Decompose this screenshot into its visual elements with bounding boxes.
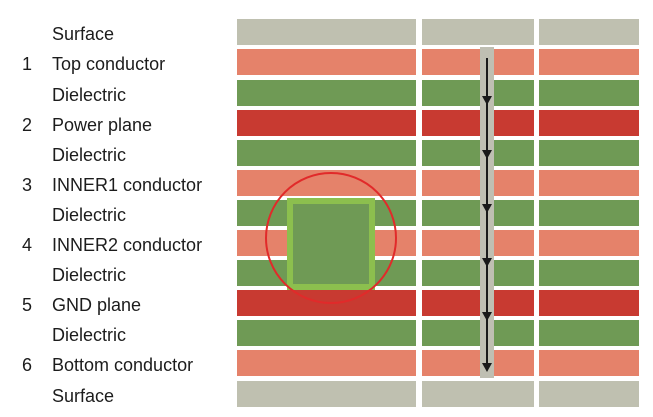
dielectric-layer-segment (539, 80, 639, 106)
dielectric-layer-segment (422, 200, 534, 226)
conductor-layer-segment (422, 49, 534, 75)
plane-layer-segment (422, 110, 534, 136)
layer-name: Surface (52, 386, 115, 406)
layer-name: Top conductor (52, 54, 166, 74)
plane-layer-segment (237, 110, 416, 136)
surface-layer-segment (422, 381, 534, 407)
plane-layer-segment (539, 110, 639, 136)
layer-number: 4 (22, 235, 33, 255)
conductor-layer-segment (422, 350, 534, 376)
layer-name: Bottom conductor (52, 355, 194, 375)
layer-name: Dielectric (52, 325, 127, 345)
layer-name: Power plane (52, 115, 153, 135)
highlight-circle (265, 172, 397, 304)
down-arrow-icon (482, 258, 492, 267)
layer-number: 1 (22, 54, 33, 74)
conductor-layer-segment (422, 170, 534, 196)
surface-layer-segment (539, 381, 639, 407)
dielectric-layer-segment (422, 80, 534, 106)
plane-layer-segment (422, 290, 534, 316)
layer-name: Dielectric (52, 265, 127, 285)
layer-name: INNER1 conductor (52, 175, 203, 195)
layer-name: Dielectric (52, 205, 127, 225)
conductor-layer-segment (237, 350, 416, 376)
dielectric-layer-segment (422, 320, 534, 346)
dielectric-layer-segment (237, 140, 416, 166)
down-arrow-icon (482, 363, 492, 372)
down-arrow-icon (482, 312, 492, 321)
layer-number: 3 (22, 175, 33, 195)
dielectric-layer-segment (539, 260, 639, 286)
dielectric-layer-segment (237, 80, 416, 106)
layer-name: INNER2 conductor (52, 235, 203, 255)
dielectric-layer-segment (237, 320, 416, 346)
conductor-layer-segment (237, 49, 416, 75)
down-arrow-icon (482, 204, 492, 213)
layer-number: 5 (22, 295, 33, 315)
surface-layer-segment (422, 19, 534, 45)
dielectric-layer-segment (422, 260, 534, 286)
conductor-layer-segment (539, 170, 639, 196)
conductor-layer-segment (539, 230, 639, 256)
surface-layer-segment (539, 19, 639, 45)
surface-layer-segment (237, 381, 416, 407)
conductor-layer-segment (422, 230, 534, 256)
layer-name: Dielectric (52, 145, 127, 165)
layer-labels: Surface 1 Top conductor Dielectric 2 Power… (0, 0, 236, 417)
layer-name: Dielectric (52, 85, 127, 105)
dielectric-layer-segment (539, 140, 639, 166)
via-signal-path (486, 58, 488, 370)
conductor-layer-segment (539, 49, 639, 75)
dielectric-layer-segment (539, 320, 639, 346)
layer-name: GND plane (52, 295, 142, 315)
plane-layer-segment (539, 290, 639, 316)
layer-name: Surface (52, 24, 115, 44)
surface-layer-segment (237, 19, 416, 45)
layer-number: 2 (22, 115, 33, 135)
dielectric-layer-segment (539, 200, 639, 226)
down-arrow-icon (482, 96, 492, 105)
down-arrow-icon (482, 150, 492, 159)
dielectric-layer-segment (422, 140, 534, 166)
layer-number: 6 (22, 355, 33, 375)
conductor-layer-segment (539, 350, 639, 376)
